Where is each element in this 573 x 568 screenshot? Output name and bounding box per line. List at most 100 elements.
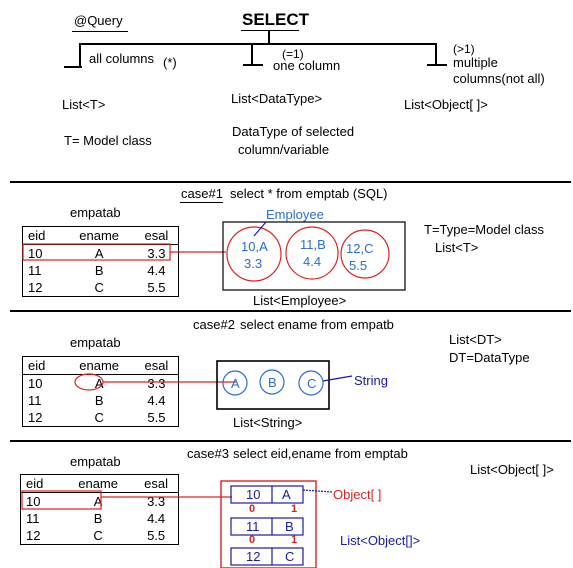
case1-note-1: T=Type=Model class	[424, 222, 544, 237]
cell-eid: 10	[28, 376, 43, 391]
query-underline	[72, 31, 128, 32]
desc-datatype-1: DataType of selected	[232, 124, 355, 139]
table-row: 12 C 5.5	[23, 279, 179, 297]
cell-eid: 11	[28, 393, 42, 408]
object-array-box	[230, 485, 304, 504]
query-annotation: @Query	[74, 13, 123, 28]
case1-table-title: empatab	[70, 205, 121, 220]
employee-obj-line1: 12,C	[346, 241, 374, 256]
cell-ename: B	[94, 263, 104, 278]
table-header-row: eid ename esal	[20, 475, 179, 493]
employee-label: Employee	[266, 207, 324, 222]
case2-table: eid ename esal 10 A 3.3 11 B 4.4 12 C 5.…	[22, 356, 179, 427]
employee-obj-line1: 10,A	[241, 239, 268, 254]
employee-object	[340, 229, 390, 279]
object-array-box	[230, 547, 304, 566]
col-esal-header: esal	[144, 476, 169, 491]
desc-datatype-2: column/variable	[238, 142, 330, 157]
section-divider-1	[10, 181, 571, 183]
col-ename-header: ename	[78, 476, 118, 491]
table-row: 11 B 4.4	[23, 262, 179, 279]
case1-table: eid ename esal 10 A 3.3 11 B 4.4 12 C 5.…	[22, 226, 179, 297]
table-row: 10 A 3.3	[21, 493, 179, 511]
case3-table-title: empatab	[70, 454, 121, 469]
string-value: B	[268, 375, 277, 390]
employee-object	[285, 226, 339, 280]
tree-branch-mid-foot	[243, 64, 263, 66]
col-eid-header: eid	[28, 358, 46, 373]
case2-tag: case#2	[193, 317, 235, 332]
tree-branch-left-foot	[64, 66, 82, 68]
col-eid-header: eid	[26, 476, 44, 491]
object-array-pointer	[302, 489, 333, 493]
case3-list-label: List<Object[]>	[340, 533, 421, 548]
table-row: 12 C 5.5	[23, 409, 179, 427]
cell-ename: A	[94, 246, 104, 261]
cell-eid: 12	[28, 280, 43, 295]
case2-list-label: List<String>	[233, 415, 303, 430]
col-ename-header: ename	[79, 228, 120, 243]
case1-tag-underline	[180, 202, 223, 203]
case3-table: eid ename esal 10 A 3.3 11 B 4.4 12 C 5.…	[20, 474, 179, 545]
branch-multi-note: (>1)	[453, 42, 475, 56]
cell-esal: 4.4	[147, 511, 166, 526]
desc-model-class: T= Model class	[64, 133, 152, 148]
cell-ename: C	[93, 528, 103, 543]
case1-list-label: List<Employee>	[253, 293, 347, 308]
array-cell: C	[285, 549, 295, 564]
table-row: 12 C 5.5	[21, 527, 179, 545]
select-underline	[241, 30, 299, 31]
tree-stem	[268, 31, 270, 43]
string-label: String	[354, 373, 388, 388]
cell-esal: 5.5	[147, 280, 166, 295]
case2-query: select ename from empatb	[240, 317, 394, 332]
array-cell: 12	[246, 549, 261, 564]
cell-ename: A	[93, 494, 103, 509]
case3-note: List<Object[ ]>	[470, 462, 554, 477]
branch-all-columns: all columns	[89, 51, 155, 66]
employee-obj-line2: 5.5	[349, 258, 368, 273]
tree-branch-right	[435, 43, 437, 65]
cell-eid: 10	[28, 246, 43, 261]
array-cell: A	[282, 487, 291, 502]
cell-ename: B	[94, 393, 104, 408]
cell-ename: C	[94, 280, 104, 295]
branch-star: (*)	[163, 55, 177, 70]
string-value: A	[231, 376, 240, 391]
branch-multi-line1: multiple	[453, 55, 498, 70]
cell-esal: 4.4	[147, 393, 166, 408]
select-title: SELECT	[242, 10, 310, 29]
col-esal-header: esal	[144, 228, 169, 243]
string-value-circle	[259, 369, 285, 395]
employee-obj-line2: 3.3	[244, 256, 263, 271]
array-index: 1	[291, 534, 298, 546]
cell-eid: 11	[26, 511, 40, 526]
object-array-box	[230, 517, 304, 536]
case2-table-title: empatab	[70, 335, 121, 350]
string-value: C	[307, 376, 317, 391]
table-row: 10 A 3.3	[23, 375, 179, 393]
branch-one-column: one column	[273, 58, 341, 73]
cell-eid: 10	[26, 494, 41, 509]
cell-esal: 3.3	[147, 494, 166, 509]
cell-eid: 11	[28, 263, 42, 278]
case1-note-2: List<T>	[435, 240, 479, 255]
table-header-row: eid ename esal	[22, 357, 179, 375]
section-divider-3	[10, 440, 571, 442]
case2-list-box	[216, 360, 330, 410]
array-cell: B	[285, 519, 294, 534]
cell-ename: C	[94, 410, 104, 425]
array-index: 0	[249, 534, 256, 546]
tree-horizontal	[79, 43, 437, 45]
case3-query: select eid,ename from emptab	[233, 446, 408, 461]
case2-note-2: DT=DataType	[449, 350, 530, 365]
tree-branch-right-foot	[427, 64, 447, 66]
col-esal-header: esal	[144, 358, 169, 373]
employee-obj-line1: 11,B	[300, 237, 326, 252]
tree-branch-left	[79, 43, 81, 67]
case1-list-box	[222, 221, 406, 291]
array-cell: 11	[246, 519, 260, 534]
